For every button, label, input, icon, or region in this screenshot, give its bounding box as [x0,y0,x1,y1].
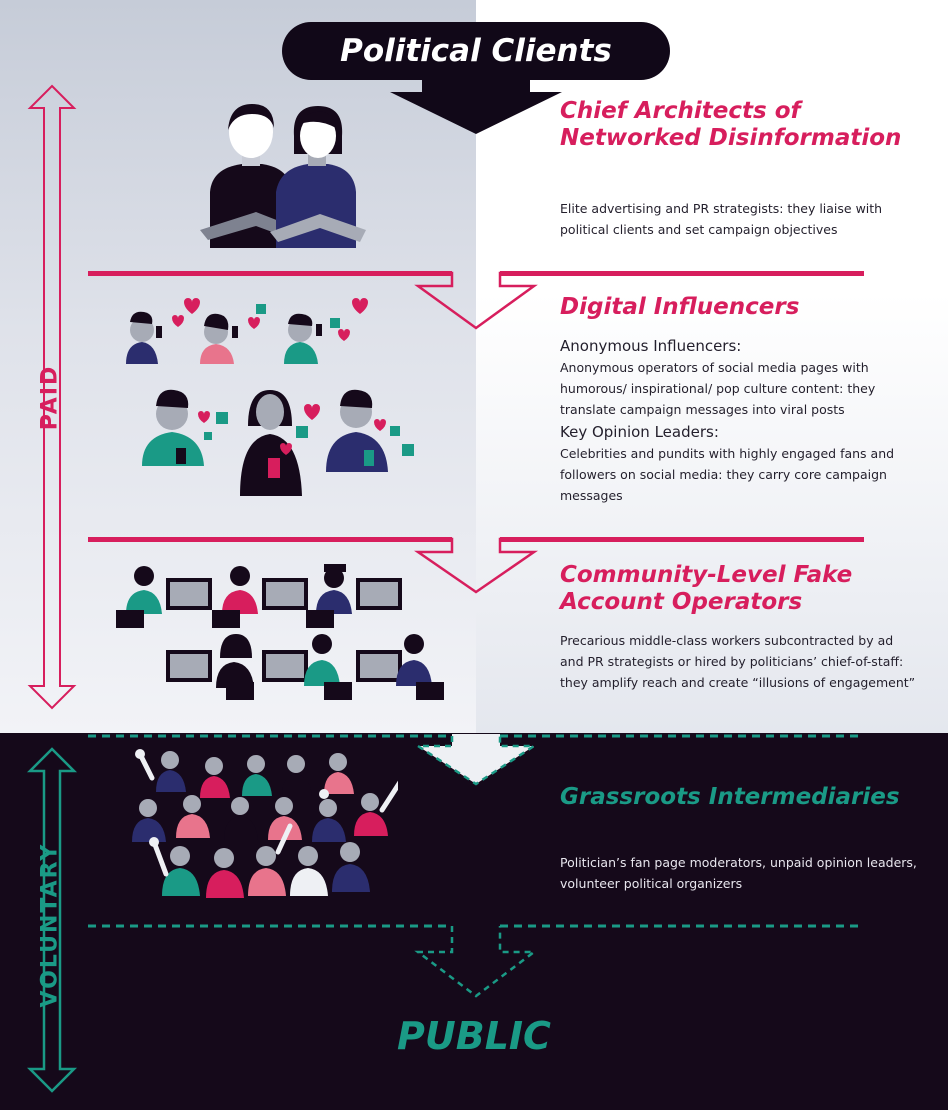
tier-2-divider-arrow-icon [88,537,864,594]
tier-2-group-1: Anonymous Influencers: Anonymous operato… [560,336,920,420]
voluntary-double-arrow-icon [26,747,78,1093]
crowd-back-row [156,751,354,798]
key-opinion-leaders-subtitle: Key Opinion Leaders: [560,423,719,441]
tier-4-title: Grassroots Intermediaries [560,784,900,810]
paid-label: PAID [37,364,63,431]
tier-3-description: Precarious middle-class workers subcontr… [560,633,916,690]
workstation-row-2 [166,634,444,700]
influencer-figure-5 [240,390,302,496]
digital-influencers-illustration [126,298,414,496]
background-voluntary-panel [0,733,948,1110]
chief-architects-illustration [200,104,366,248]
influencer-figure-4 [142,389,204,466]
paid-double-arrow-icon [27,84,77,710]
tier-4-description: Politician’s fan page moderators, unpaid… [560,855,917,891]
raised-hands [135,749,329,847]
fake-account-operators-illustration [116,564,444,700]
tier-1-description: Elite advertising and PR strategists: th… [560,201,883,237]
public-label: PUBLIC [397,1014,551,1058]
political-clients-label: Political Clients [282,22,670,80]
tier-1-divider-arrow-icon [88,271,864,330]
grassroots-crowd-illustration [132,749,398,898]
like-icons [204,304,414,456]
key-opinion-leaders-description: Celebrities and pundits with highly enga… [560,446,895,503]
anonymous-influencers-description: Anonymous operators of social media page… [560,360,876,417]
influencer-figure-6 [326,389,388,472]
crowd-front-row [162,842,370,898]
tier-2-group-2: Key Opinion Leaders: Celebrities and pun… [560,422,920,506]
influencer-figure-3 [284,313,322,364]
influencer-figure-2 [200,313,238,364]
tier-3-title: Community-Level Fake Account Operators [560,562,853,615]
crowd-middle-row [132,793,388,842]
influencer-figure-1 [126,311,162,364]
tier-2-title: Digital Influencers [560,294,800,320]
background-right-panel [476,0,948,733]
tier-1-title: Chief Architects of Networked Disinforma… [560,98,902,151]
anonymous-influencers-subtitle: Anonymous Influencers: [560,337,742,355]
public-divider-arrow-icon [88,924,864,998]
tier-3-divider-arrow-icon [88,734,864,786]
workstation-row-1 [116,564,402,628]
heart-icons [172,298,386,455]
top-arrow-icon [390,80,562,134]
